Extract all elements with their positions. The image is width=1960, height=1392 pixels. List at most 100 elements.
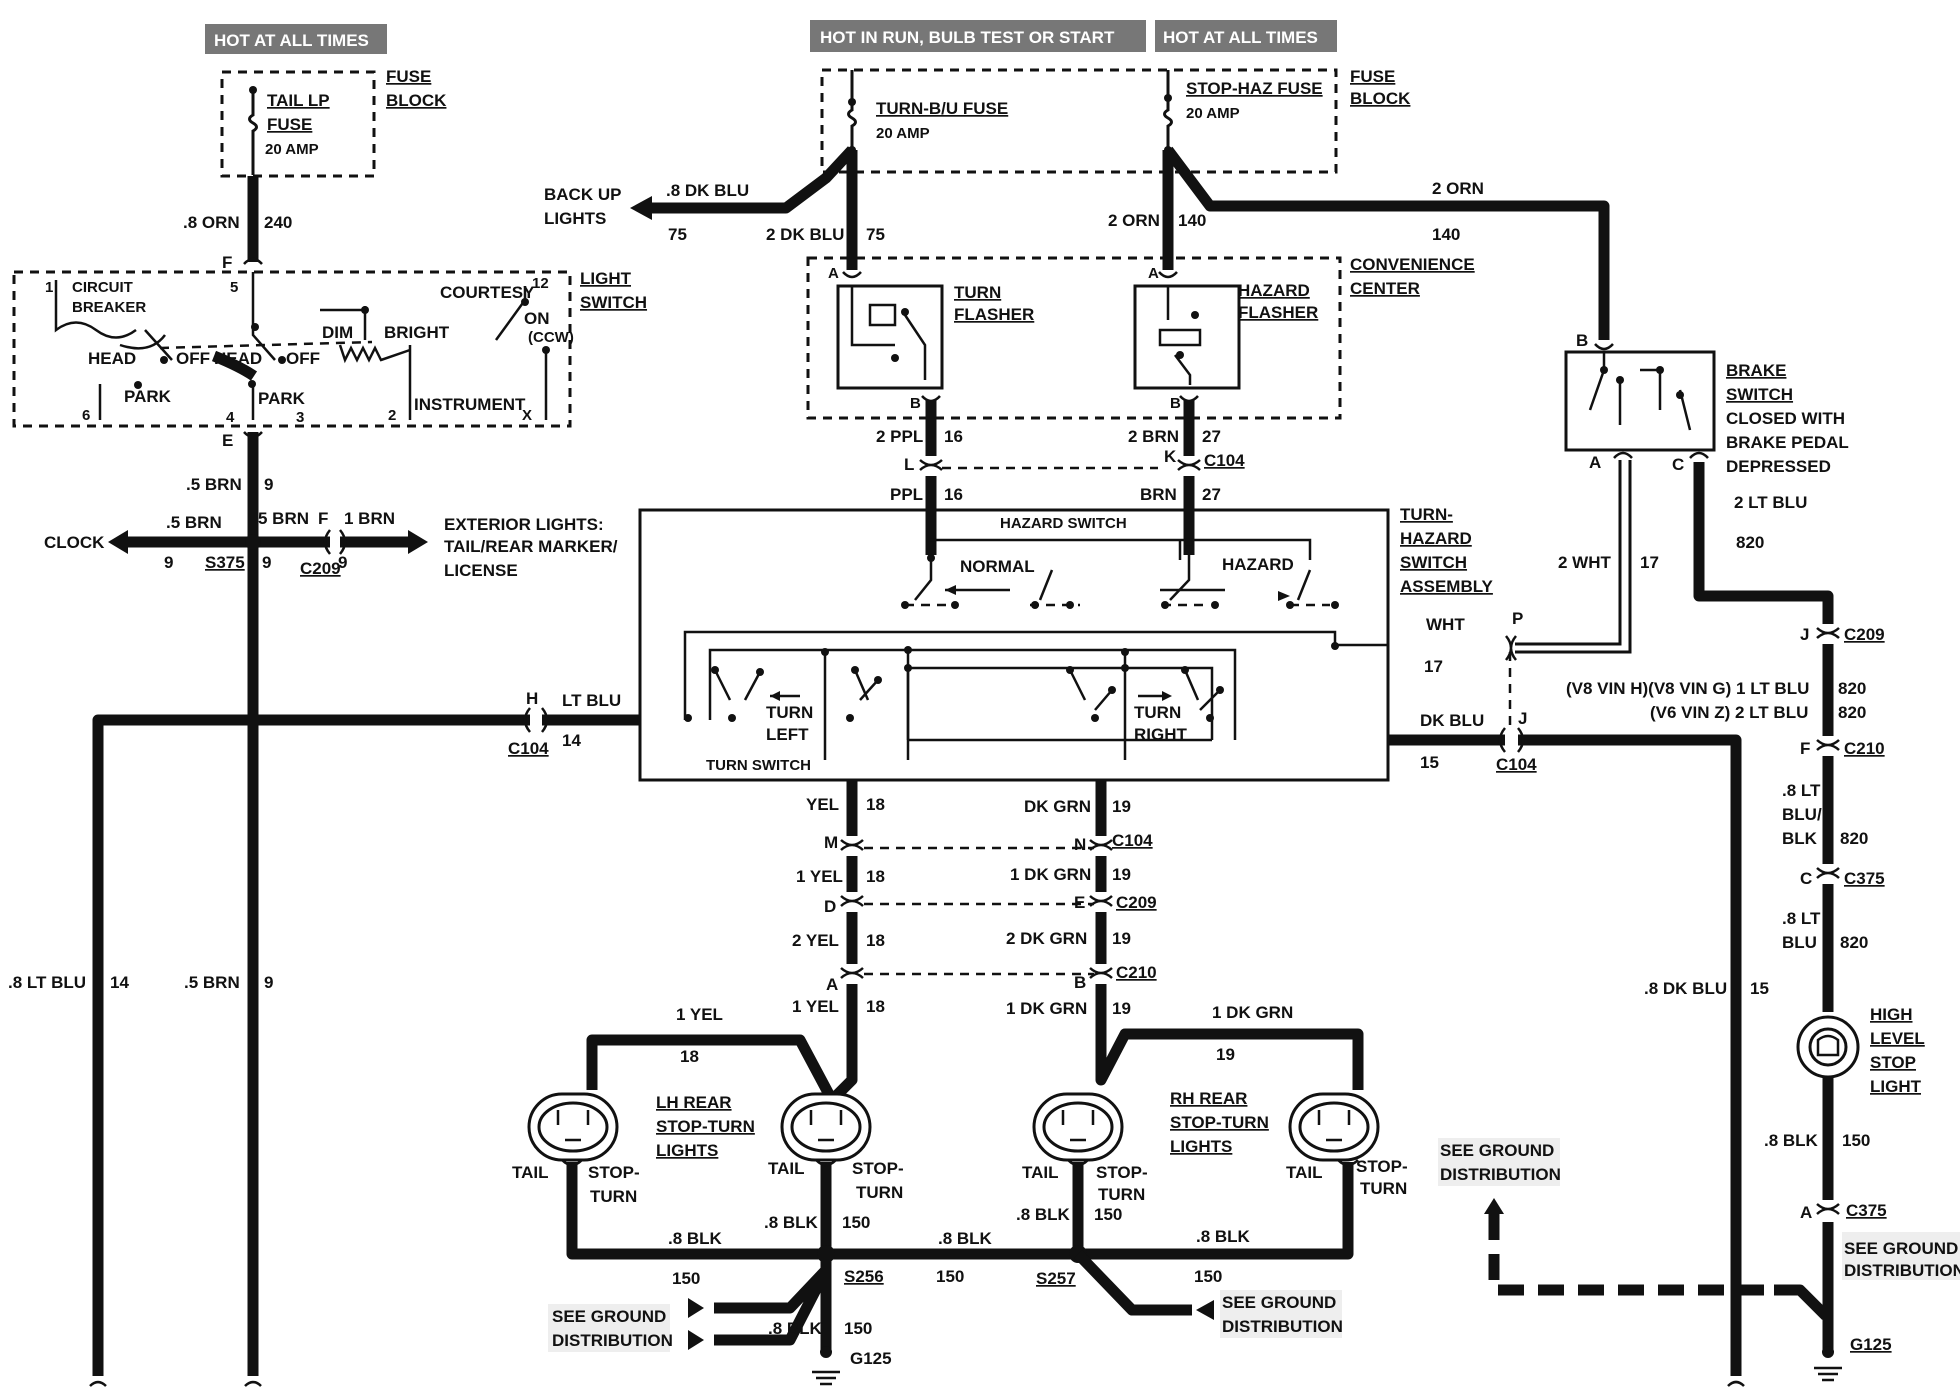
- circuit-number: 75: [866, 225, 885, 244]
- see-ground-label: SEE GROUND: [1222, 1293, 1336, 1312]
- light-switch-box: [12, 270, 572, 428]
- circuit-number: 19: [1216, 1045, 1235, 1064]
- switch-label: PARK: [258, 389, 306, 408]
- wire-label: PPL: [890, 485, 923, 504]
- turn-left-label: TURN: [766, 703, 813, 722]
- light-switch-title: LIGHT: [580, 269, 632, 288]
- wire-label: .8 DK BLU: [666, 181, 749, 200]
- circuit-breaker-label: CIRCUIT: [72, 279, 133, 296]
- turn-flasher-label: TURN: [954, 283, 1001, 302]
- switch-label: OFF: [176, 349, 210, 368]
- wire-label: 2 DK BLU: [766, 225, 844, 244]
- circuit-number: 820: [1840, 933, 1868, 952]
- ground-label: G125: [1850, 1335, 1892, 1354]
- high-level-label-4: LIGHT: [1870, 1077, 1922, 1096]
- connector-pin: A: [826, 975, 838, 994]
- wire-label: .5 BRN: [166, 513, 222, 532]
- fuse-block-label-2: BLOCK: [386, 91, 447, 110]
- connector-label: C104: [508, 739, 549, 758]
- switch-label: (CCW): [528, 329, 574, 346]
- lh-outer-lamp: [527, 1092, 619, 1162]
- circuit-number: 27: [1202, 485, 1221, 504]
- fuse-block-label-1: FUSE: [386, 67, 431, 86]
- stop-turn-label-2: TURN: [1098, 1185, 1145, 1204]
- connector-label: C104: [1204, 451, 1245, 470]
- wire-label: .5 BRN: [184, 973, 240, 992]
- wire-label: 2 DK GRN: [1006, 929, 1087, 948]
- switch-label: PARK: [124, 387, 172, 406]
- see-ground-label-2: DISTRIBUTION: [552, 1331, 673, 1350]
- ext-lights-label-2: TAIL/REAR MARKER/: [444, 537, 618, 556]
- switch-label: OFF: [286, 349, 320, 368]
- connector-pin: P: [1512, 609, 1523, 628]
- hazard-label: HAZARD: [1222, 555, 1294, 574]
- connector-pin: A: [1589, 453, 1601, 472]
- turn-switch-label: TURN SWITCH: [706, 757, 811, 774]
- switch-label: INSTRUMENT: [414, 395, 526, 414]
- pin-label: 12: [532, 275, 549, 292]
- high-level-stop-lamp: [1796, 1015, 1860, 1079]
- connector-pin: F: [1800, 739, 1810, 758]
- wire-label: DK BLU: [1420, 711, 1484, 730]
- normal-label: NORMAL: [960, 557, 1035, 576]
- turn-flasher-label-2: FLASHER: [954, 305, 1034, 324]
- turn-fuse-amps: 20 AMP: [876, 125, 930, 142]
- circuit-number: 9: [264, 475, 273, 494]
- pin-label: 4: [226, 409, 235, 426]
- main-fuse-block-box: [820, 68, 1338, 174]
- connector-label: C375: [1844, 869, 1885, 888]
- circuit-number: 820: [1736, 533, 1764, 552]
- brake-switch-desc: CLOSED WITH: [1726, 409, 1845, 428]
- circuit-number: 16: [944, 427, 963, 446]
- stop-turn-label: STOP-: [852, 1159, 904, 1178]
- wire-label: 2 ORN: [1108, 211, 1160, 230]
- circuit-number: 9: [262, 553, 271, 572]
- turn-flasher-box: [836, 284, 944, 390]
- pin-label: 1: [45, 279, 53, 296]
- circuit-number: 19: [1112, 929, 1131, 948]
- backup-lights-label: BACK UP: [544, 185, 621, 204]
- circuit-number: 18: [680, 1047, 699, 1066]
- fuse-block-label-1: FUSE: [1350, 67, 1395, 86]
- circuit-number: 17: [1424, 657, 1443, 676]
- rh-outer-lamp: [1288, 1092, 1380, 1162]
- connector-pin: A: [1148, 265, 1159, 282]
- clock-label: CLOCK: [44, 533, 105, 552]
- brake-switch-desc-3: DEPRESSED: [1726, 457, 1831, 476]
- see-ground-label: SEE GROUND: [552, 1307, 666, 1326]
- connector-pin: A: [828, 265, 839, 282]
- turn-hazard-title: TURN-: [1400, 505, 1453, 524]
- banner-hot-run: HOT IN RUN, BULB TEST OR START: [810, 20, 1146, 52]
- wire-label: BRN: [1140, 485, 1177, 504]
- wire-label: .8 BLK: [764, 1213, 819, 1232]
- switch-label: DIM: [322, 323, 353, 342]
- circuit-breaker-label-2: BREAKER: [72, 299, 146, 316]
- convenience-center-title-2: CENTER: [1350, 279, 1420, 298]
- see-ground-label-2: DISTRIBUTION: [1844, 1261, 1960, 1280]
- svg-text:HOT AT ALL TIMES: HOT AT ALL TIMES: [1163, 28, 1318, 47]
- ground-icon: [1814, 1366, 1842, 1382]
- pin-label: 6: [82, 407, 90, 424]
- stop-turn-label-2: TURN: [1360, 1179, 1407, 1198]
- hazard-switch-label: HAZARD SWITCH: [1000, 515, 1127, 532]
- see-ground-label: SEE GROUND: [1440, 1141, 1554, 1160]
- ground-icon: [812, 1370, 840, 1386]
- high-level-label: HIGH: [1870, 1005, 1913, 1024]
- wire-75-backup: [650, 146, 858, 270]
- circuit-number: 27: [1202, 427, 1221, 446]
- circuit-number: 14: [562, 731, 581, 750]
- tail-fuse-label: TAIL LP: [267, 91, 330, 110]
- ext-lights-label-3: LICENSE: [444, 561, 518, 580]
- stop-turn-label-2: TURN: [856, 1183, 903, 1202]
- lh-inner-lamp: [780, 1092, 872, 1162]
- wire-label-2: BLU: [1782, 933, 1817, 952]
- connector-label: C375: [1846, 1201, 1887, 1220]
- tail-fuse-symbol: [248, 90, 258, 175]
- wire-label: 1 DK GRN: [1006, 999, 1087, 1018]
- stop-fuse-label: STOP-HAZ FUSE: [1186, 79, 1323, 98]
- convenience-center-box: [806, 256, 1342, 420]
- connector-pin: F: [318, 509, 328, 528]
- wire-label: 1 YEL: [796, 867, 843, 886]
- ground-label: G125: [850, 1349, 892, 1368]
